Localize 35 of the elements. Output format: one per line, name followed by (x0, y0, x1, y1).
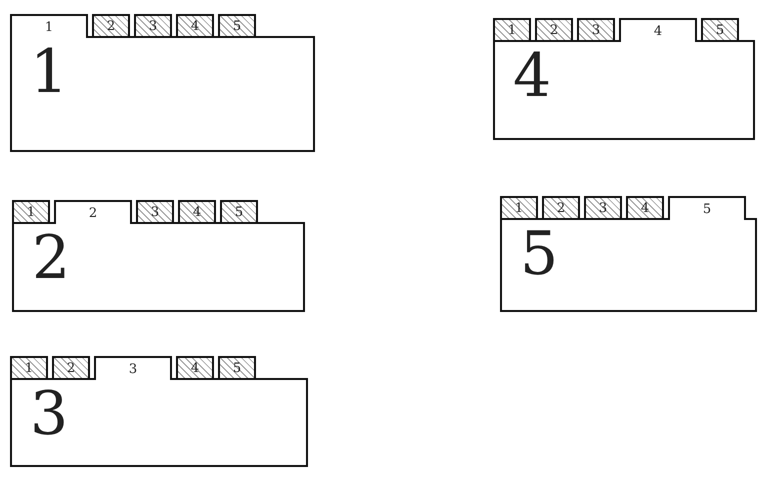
inactive-tab: 2 (542, 196, 580, 220)
inactive-tab: 4 (178, 200, 216, 224)
inactive-tab: 1 (493, 18, 531, 42)
inactive-tab: 4 (176, 356, 214, 380)
inactive-tab: 4 (176, 14, 214, 38)
active-tab: 3 (94, 356, 172, 380)
tab-panel (10, 378, 308, 467)
tab-panel (10, 36, 315, 152)
inactive-tab: 2 (535, 18, 573, 42)
active-tab: 1 (10, 14, 88, 38)
inactive-tab: 1 (10, 356, 48, 380)
panel-number: 4 (513, 46, 552, 106)
inactive-tab: 5 (220, 200, 258, 224)
inactive-tab: 1 (500, 196, 538, 220)
panel-number: 3 (30, 384, 68, 444)
panel-number: 5 (520, 224, 558, 284)
tab-panel (12, 222, 305, 312)
inactive-tab: 2 (92, 14, 130, 38)
inactive-tab: 3 (577, 18, 615, 42)
tab-panel (493, 40, 755, 140)
active-tab: 2 (54, 200, 132, 224)
inactive-tab: 5 (701, 18, 739, 42)
active-tab: 4 (619, 18, 697, 42)
panel-number: 2 (32, 228, 70, 288)
inactive-tab: 1 (12, 200, 50, 224)
inactive-tab: 3 (136, 200, 174, 224)
inactive-tab: 3 (134, 14, 172, 38)
active-tab: 5 (668, 196, 746, 220)
panel-number: 1 (30, 42, 68, 102)
tab-panel (500, 218, 757, 312)
inactive-tab: 3 (584, 196, 622, 220)
inactive-tab: 2 (52, 356, 90, 380)
inactive-tab: 5 (218, 356, 256, 380)
inactive-tab: 4 (626, 196, 664, 220)
inactive-tab: 5 (218, 14, 256, 38)
